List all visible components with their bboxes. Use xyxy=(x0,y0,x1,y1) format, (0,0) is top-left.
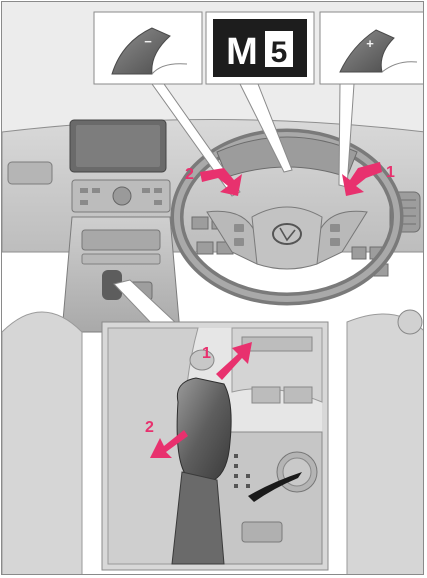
gear-mode-letter: M xyxy=(226,31,258,73)
callout-number-1: 1 xyxy=(386,164,395,181)
interior-illustration: − M 5 + 2 1 xyxy=(2,2,424,575)
shift-lever-inset: 1 2 xyxy=(102,322,328,570)
lever-callout-number-2: 2 xyxy=(145,419,154,436)
callout-number-2: 2 xyxy=(185,166,194,183)
gear-display-callout: M 5 xyxy=(206,12,314,84)
paddle-plus-symbol: + xyxy=(366,36,374,51)
paddle-minus-symbol: − xyxy=(144,34,152,49)
shift-lever-knob xyxy=(177,378,231,480)
paddle-minus-callout: − xyxy=(94,12,202,84)
lever-callout-number-1: 1 xyxy=(202,345,211,362)
paddle-plus-callout: + xyxy=(320,12,424,84)
gear-number-digit: 5 xyxy=(271,36,288,69)
